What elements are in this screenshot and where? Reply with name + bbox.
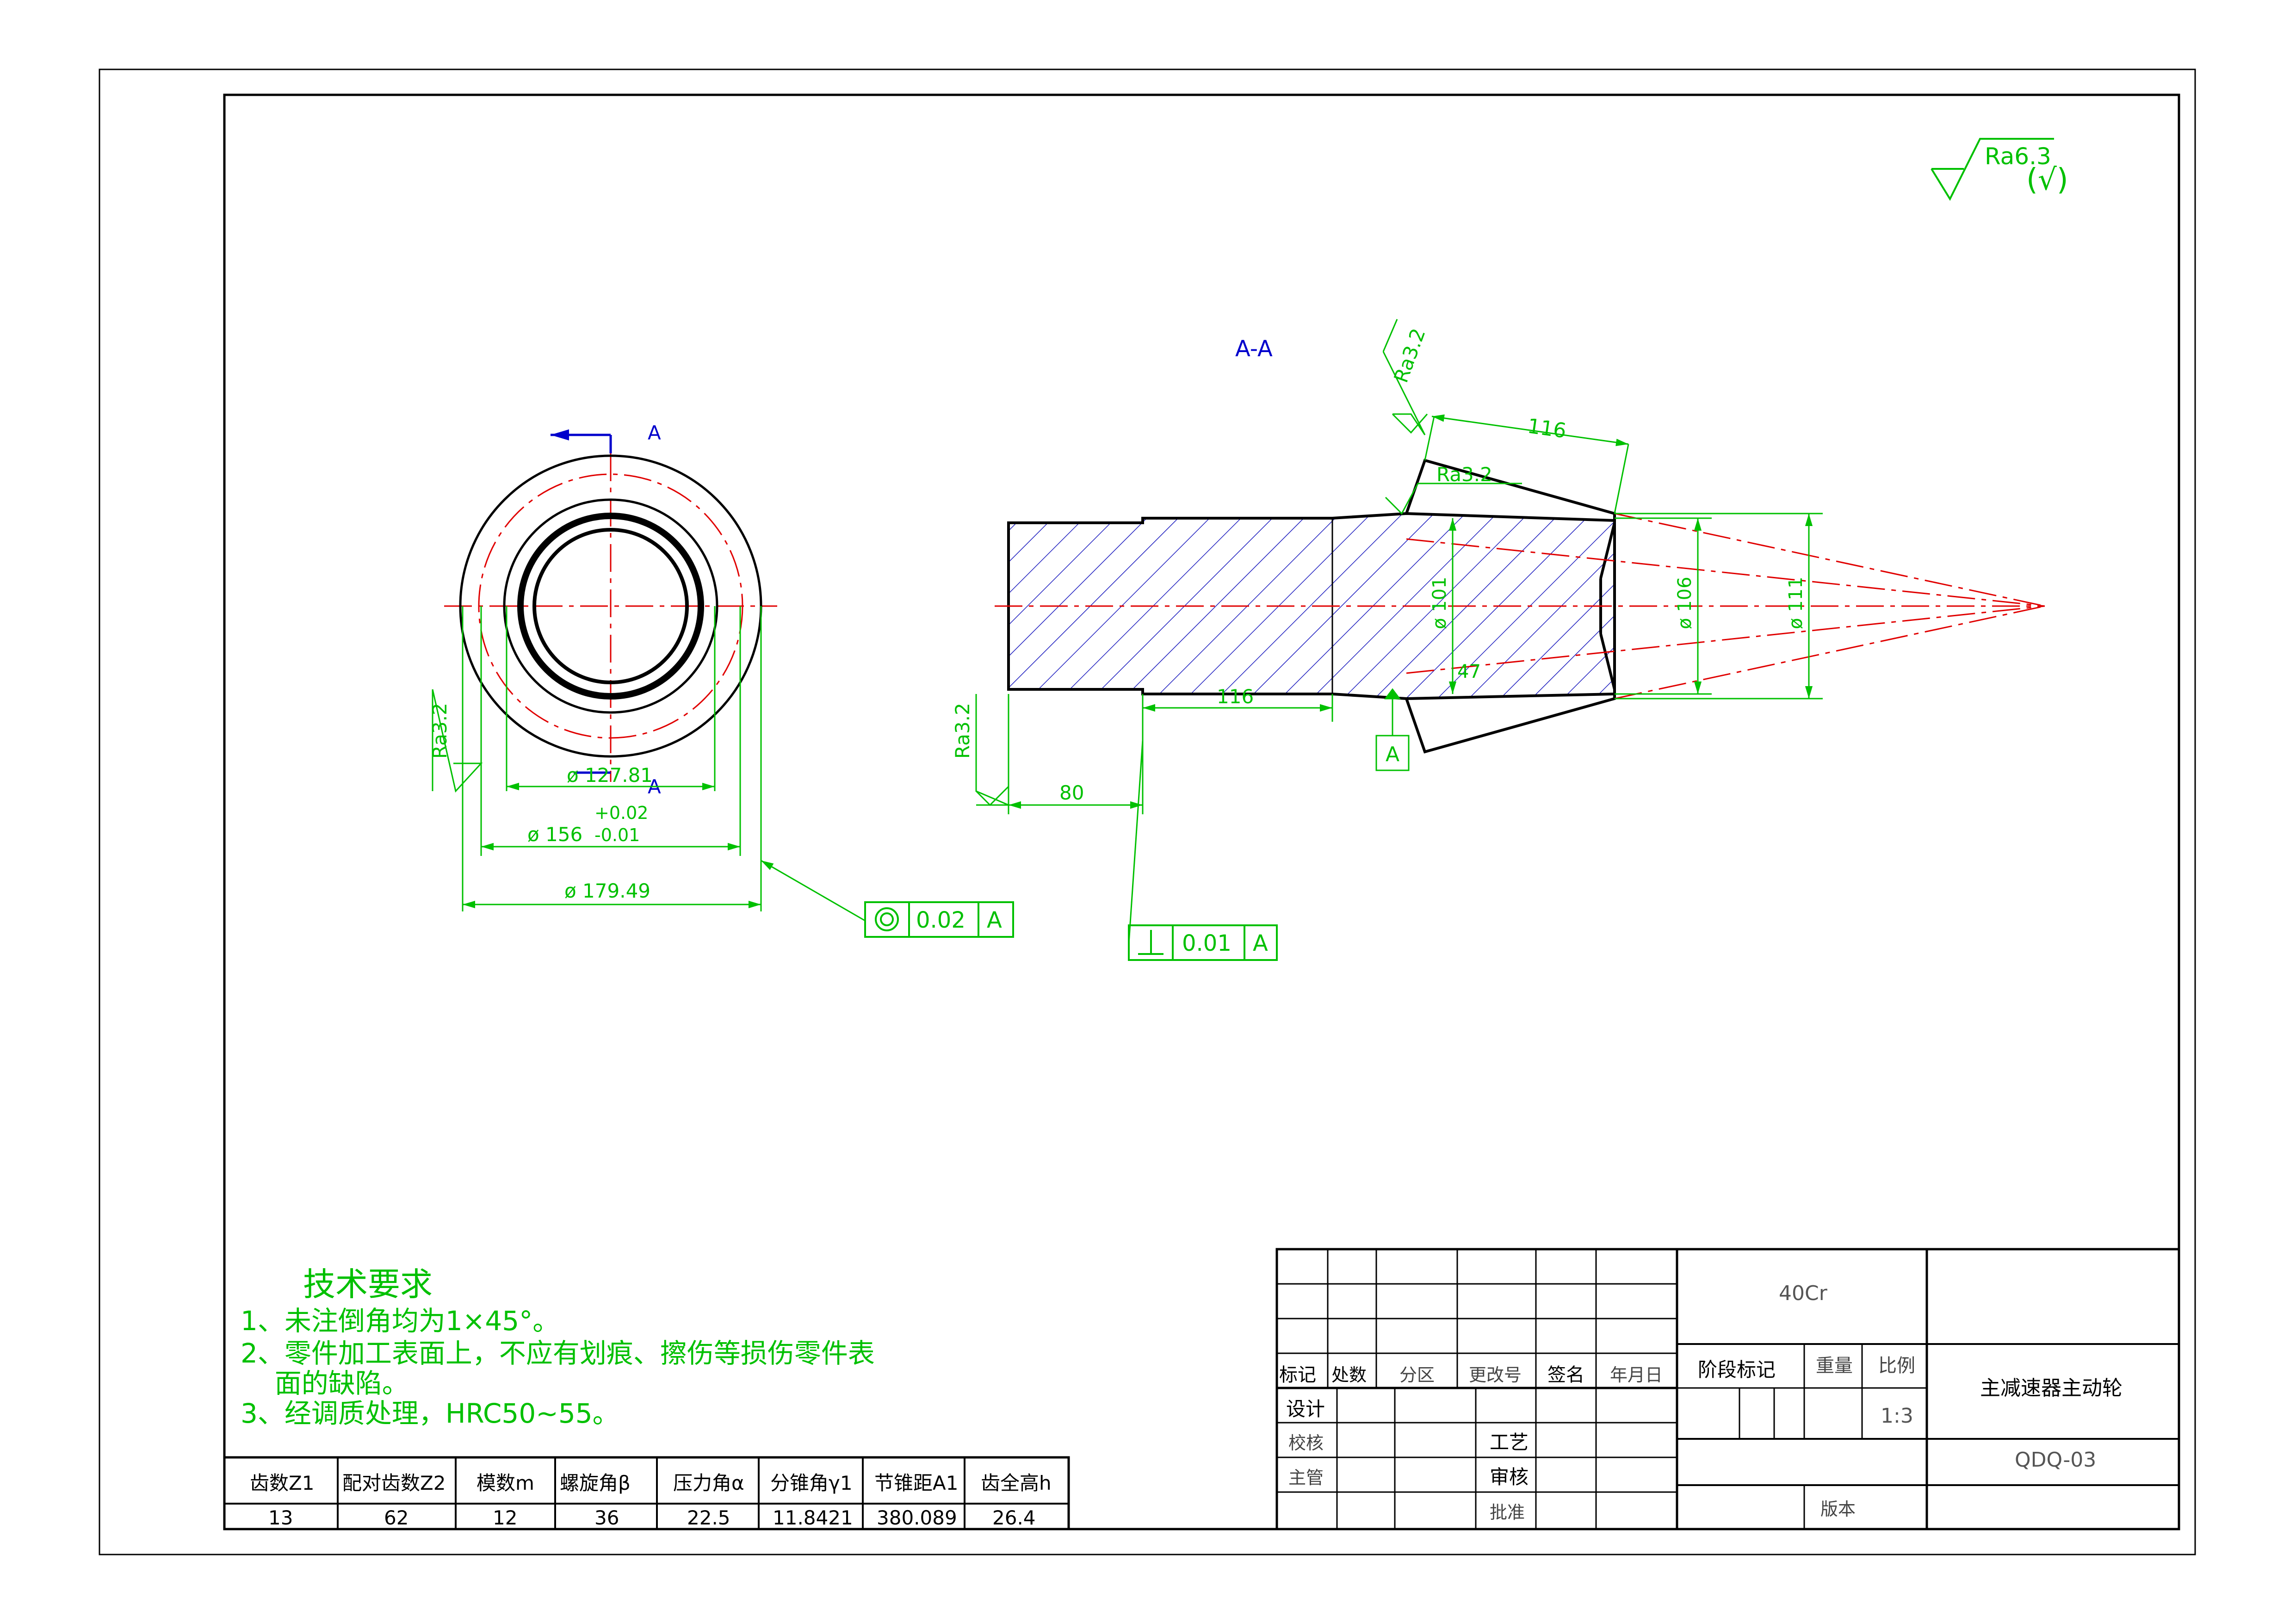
general-roughness-suffix: (√) — [2026, 163, 2068, 197]
param-header-7: 齿全高h — [981, 1472, 1052, 1494]
tb-review: 审核 — [1490, 1466, 1529, 1488]
tb-col-date: 年月日 — [1610, 1365, 1663, 1385]
tb-scale: 1:3 — [1881, 1404, 1913, 1428]
front-view: A A — [444, 421, 777, 798]
tech-req-line-1: 1、未注倒角均为1×45°。 — [241, 1305, 559, 1337]
tb-check: 校核 — [1288, 1433, 1324, 1453]
perpendicularity-datum: A — [1253, 930, 1268, 956]
dim-dia-outer: ø 179.49 — [564, 880, 650, 902]
concentricity-value: 0.02 — [916, 907, 965, 933]
front-bore-outer — [517, 513, 704, 700]
dim-d111: ø 111 — [1785, 576, 1807, 629]
general-roughness-symbol: Ra6.3 (√) — [1931, 138, 2068, 201]
tb-stage-mark: 阶段标记 — [1698, 1358, 1776, 1381]
tech-req-line-3: 面的缺陷。 — [241, 1368, 409, 1399]
perpendicularity-frame — [1128, 924, 1278, 961]
dim-dia-inner: ø 127.81 — [567, 764, 653, 787]
section-label: A-A — [1235, 336, 1273, 362]
tb-col-count: 处数 — [1331, 1365, 1367, 1385]
param-header-5: 分锥角γ1 — [770, 1472, 853, 1494]
shaft-end-roughness: Ra3.2 — [951, 703, 974, 759]
tb-scale-label: 比例 — [1878, 1355, 1915, 1376]
dim-cone-length: 116 — [1526, 414, 1567, 443]
tb-drawing-no: QDQ-03 — [2015, 1448, 2096, 1472]
general-roughness-value: Ra6.3 — [1985, 143, 2051, 170]
title-block — [1275, 1248, 2180, 1530]
dim-dia-mid: ø 156 — [527, 823, 582, 846]
tb-part-name: 主减速器主动轮 — [1980, 1376, 2123, 1400]
dim-d106: ø 106 — [1674, 576, 1696, 629]
param-header-2: 模数m — [477, 1472, 534, 1494]
param-header-6: 节锥距A1 — [874, 1472, 958, 1494]
param-header-4: 压力角α — [673, 1472, 744, 1494]
tb-weight: 重量 — [1816, 1355, 1853, 1376]
dim-d101: ø 101 — [1429, 576, 1450, 629]
dim-shaft-len: 116 — [1217, 685, 1254, 708]
param-header-1: 配对齿数Z2 — [342, 1472, 446, 1494]
tb-supervisor: 主管 — [1288, 1468, 1324, 1488]
tb-version: 版本 — [1820, 1499, 1856, 1519]
concentricity-datum: A — [987, 907, 1002, 933]
tech-requirements: 技术要求 1、未注倒角均为1×45°。 2、零件加工表面上，不应有划痕、擦伤等损… — [241, 1265, 875, 1429]
tech-req-title: 技术要求 — [303, 1265, 433, 1303]
cone-back-roughness: Ra3.2 — [1436, 463, 1492, 486]
inner-frame — [223, 93, 2180, 1530]
gear-param-table: 齿数Z1 配对齿数Z2 模数m 螺旋角β 压力角α 分锥角γ1 节锥距A1 齿全… — [223, 1456, 1070, 1530]
dim-end-len: 80 — [1059, 781, 1084, 804]
tb-material: 40Cr — [1779, 1282, 1828, 1305]
param-value-1: 62 — [384, 1506, 408, 1529]
dim-tol-lower: -0.01 — [594, 825, 640, 845]
tb-col-zone: 分区 — [1399, 1365, 1435, 1385]
front-view-dimensions — [432, 606, 866, 922]
cone-face-roughness: Ra3.2 — [1389, 325, 1430, 385]
front-cut-mark-top: A — [648, 421, 661, 444]
param-value-3: 36 — [594, 1506, 619, 1529]
dim-shoulder: 47 — [1457, 661, 1481, 682]
datum-a-label: A — [1386, 743, 1399, 766]
param-value-5: 11.8421 — [773, 1506, 853, 1529]
front-pitch-circle — [478, 473, 743, 739]
param-value-0: 13 — [268, 1506, 293, 1529]
param-value-4: 22.5 — [687, 1506, 730, 1529]
tb-approve: 批准 — [1490, 1502, 1525, 1523]
tech-req-line-4: 3、经调质处理，HRC50~55。 — [241, 1398, 619, 1429]
section-view — [995, 458, 2045, 754]
tb-col-sign: 签名 — [1547, 1364, 1584, 1386]
tb-process: 工艺 — [1490, 1431, 1529, 1454]
front-bore-inner — [532, 528, 689, 684]
param-header-3: 螺旋角β — [560, 1472, 631, 1494]
concentricity-frame — [864, 901, 1014, 938]
param-value-6: 380.089 — [877, 1506, 957, 1529]
param-header-0: 齿数Z1 — [250, 1472, 315, 1494]
tb-col-change: 更改号 — [1469, 1365, 1522, 1385]
dim-tol-upper: +0.02 — [594, 803, 648, 823]
front-mid-circle — [503, 498, 718, 714]
title-block-text: 40Cr 主减速器主动轮 QDQ-03 标记 处数 分区 更改号 签名 年月日 … — [1279, 1282, 2123, 1523]
perpendicularity-value: 0.01 — [1182, 930, 1232, 956]
param-value-2: 12 — [493, 1506, 517, 1529]
tb-design: 设计 — [1286, 1398, 1325, 1420]
tb-col-mark: 标记 — [1279, 1364, 1316, 1386]
param-value-7: 26.4 — [992, 1506, 1036, 1529]
tech-req-line-2: 2、零件加工表面上，不应有划痕、擦伤等损伤零件表 — [241, 1338, 875, 1369]
section-view-dimensions — [975, 319, 1823, 944]
bore-roughness: Ra3.2 — [428, 703, 451, 759]
outer-frame — [99, 68, 2196, 1555]
